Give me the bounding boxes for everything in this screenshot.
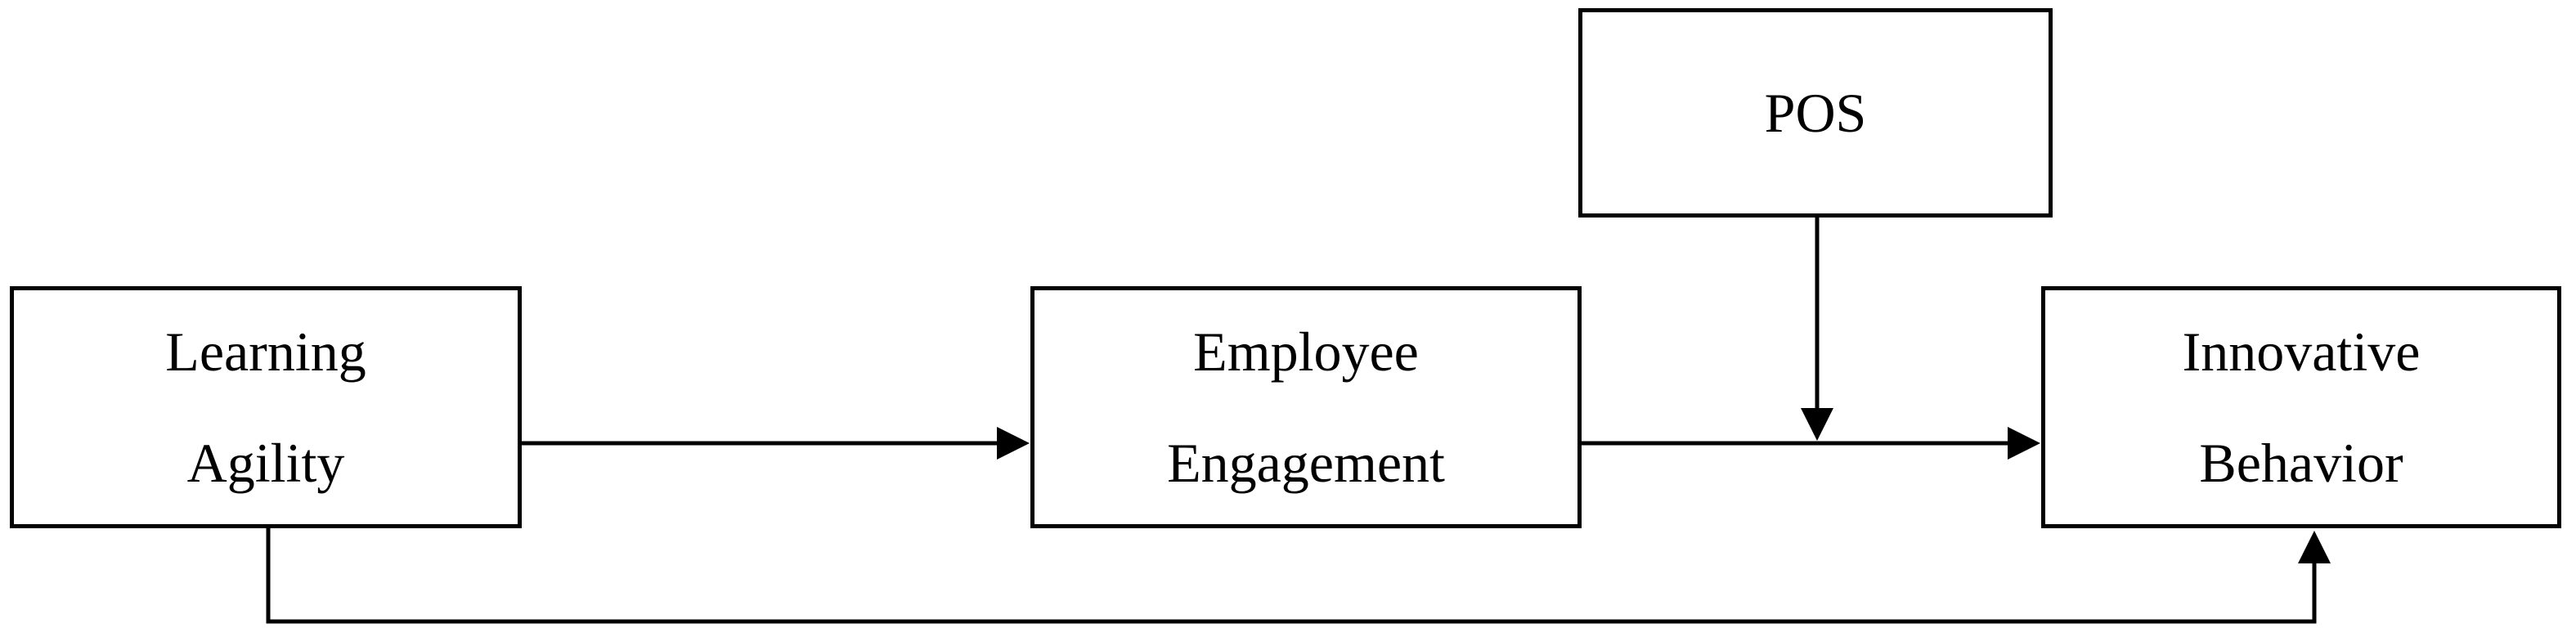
innovative-behavior-box: Innovative Behavior bbox=[2041, 286, 2561, 528]
employee-engagement-line2: Engagement bbox=[1167, 432, 1445, 494]
innovative-behavior-line1: Innovative bbox=[2182, 321, 2421, 383]
employee-engagement-box: Employee Engagement bbox=[1030, 286, 1582, 528]
arrow-learning-to-innovative bbox=[266, 528, 2331, 624]
employee-engagement-line1: Employee bbox=[1193, 321, 1419, 383]
pos-label: POS bbox=[1764, 82, 1867, 144]
learning-agility-box: Learning Agility bbox=[10, 286, 522, 528]
learning-agility-line1: Learning bbox=[165, 321, 366, 383]
learning-agility-line2: Agility bbox=[186, 432, 345, 494]
pos-box: POS bbox=[1578, 8, 2053, 218]
innovative-behavior-line2: Behavior bbox=[2199, 432, 2403, 494]
